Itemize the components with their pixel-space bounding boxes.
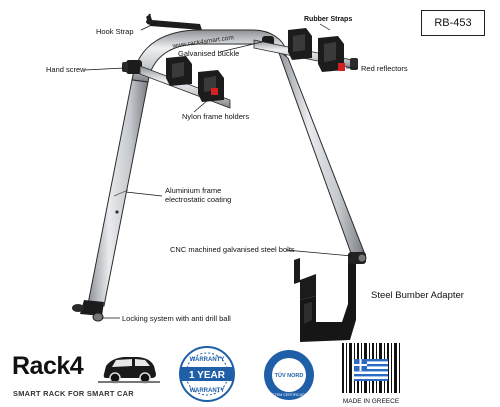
greek-flag-icon bbox=[354, 359, 388, 381]
tuv-certification-badge: TÜV NORD SYSTEM CERTIFICATION bbox=[264, 350, 314, 400]
warranty-bottom-text: WARRANTY bbox=[190, 388, 225, 394]
label-cnc-bolts: CNC machined galvanised steel bolts bbox=[170, 245, 295, 254]
label-nylon-frame-holders: Nylon frame holders bbox=[182, 112, 250, 121]
warranty-middle-text: 1 YEAR bbox=[189, 370, 226, 381]
tuv-ring-text: SYSTEM CERTIFICATION bbox=[268, 393, 311, 397]
warranty-top-text: WARRANTY bbox=[190, 357, 225, 363]
label-locking-system: Locking system with anti drill ball bbox=[122, 314, 231, 323]
frame-right-leg bbox=[276, 48, 365, 257]
label-rubber-straps: Rubber Straps bbox=[304, 16, 353, 23]
made-in-text: MADE IN GREECE bbox=[343, 398, 400, 405]
made-in-greece-badge: MADE IN GREECE bbox=[340, 343, 402, 405]
label-galvanised-buckle: Galvanised buckle bbox=[178, 49, 240, 58]
label-red-reflectors: Red reflectors bbox=[361, 64, 408, 73]
label-hand-screw: Hand screw bbox=[46, 65, 86, 74]
label-aluminium-frame: Aluminium frame electrostatic coating bbox=[165, 186, 231, 204]
brand-tagline: SMART RACK FOR SMART CAR bbox=[13, 389, 134, 398]
warranty-badge: WARRANTY 1 YEAR WARRANTY bbox=[179, 346, 235, 402]
model-number-box: RB-453 bbox=[421, 10, 485, 36]
leader-lines bbox=[84, 21, 358, 319]
label-aluminium-frame-line2: electrostatic coating bbox=[165, 195, 232, 204]
frame-left-leg bbox=[87, 79, 149, 307]
brand-logo: Rack4 SMART RACK FOR SMART CAR bbox=[12, 346, 162, 400]
label-steel-bumber-adapter: Steel Bumber Adapter bbox=[371, 290, 464, 301]
label-aluminium-frame-line1: Aluminium frame bbox=[165, 186, 222, 195]
label-hook-strap: Hook Strap bbox=[96, 27, 134, 36]
locking-system bbox=[72, 300, 104, 322]
brand-name: Rack4 bbox=[12, 352, 84, 380]
left-arm bbox=[139, 56, 231, 109]
hand-screw bbox=[122, 60, 142, 74]
steel-bumber-adapter bbox=[294, 252, 367, 342]
car-icon bbox=[98, 357, 160, 384]
right-arm bbox=[253, 28, 358, 72]
tuv-line1: TÜV NORD bbox=[275, 372, 304, 379]
hook-strap bbox=[145, 13, 202, 30]
